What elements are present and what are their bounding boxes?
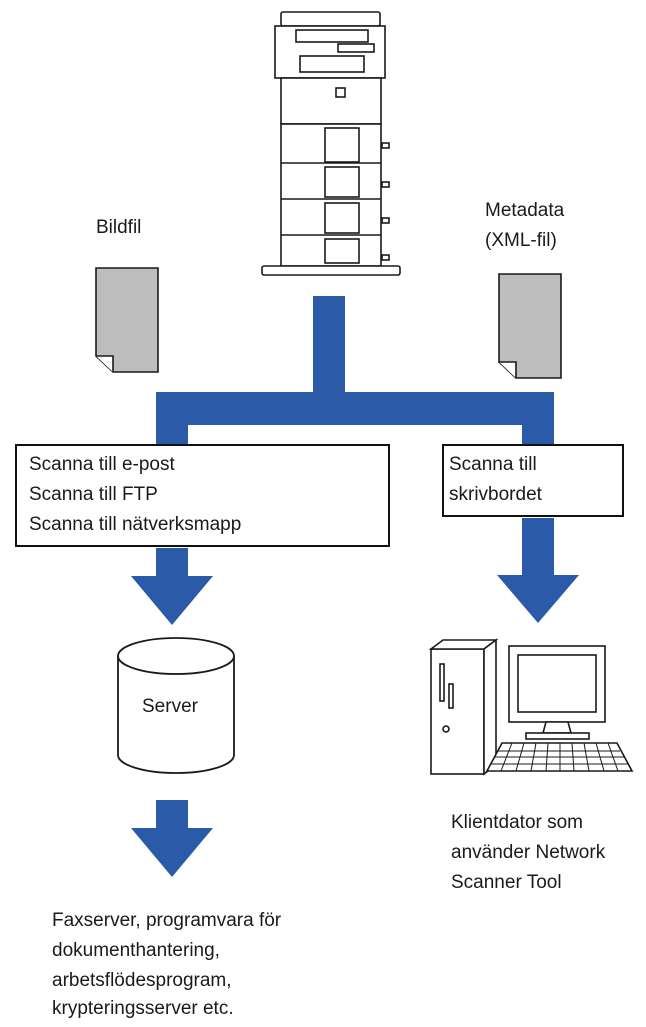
destinations-line3: arbetsflödesprogram, [52,970,232,991]
scan-method-ftp: Scanna till FTP [29,484,158,505]
image-file-document [95,267,159,373]
scan-methods-box: Scanna till e-post Scanna till FTP Scann… [15,444,390,547]
arrow-down-icon [497,518,579,623]
destinations-line1: Faxserver, programvara för [52,910,282,931]
scan-desktop-box: Scanna till skrivbordet [442,444,624,517]
printer-icon [261,11,401,276]
arrow-to-server [131,548,213,625]
metadata-label-line2: (XML-fil) [485,230,557,251]
image-file-label: Bildfil [96,217,142,238]
client-label-line1: Klientdator som [451,812,584,833]
scan-desktop-line1: Scanna till [449,454,537,475]
connector-arrows [156,296,554,445]
arrow-to-client [497,518,579,623]
metadata-label-line1: Metadata [485,200,565,221]
scan-method-email: Scanna till e-post [29,454,175,475]
arrow-down-icon [131,800,213,877]
destinations-line4: krypteringsserver etc. [52,998,234,1019]
client-label-line2: använder Network [451,842,606,863]
arrow-to-destinations [131,800,213,877]
server-label: Server [142,696,198,717]
document-icon [498,273,562,379]
arrow-down-icon [131,548,213,625]
destinations-line2: dokumenthantering, [52,940,220,961]
client-label-line3: Scanner Tool [451,872,562,893]
computer-icon [428,638,634,776]
database-icon [117,637,235,774]
document-icon [95,267,159,373]
scan-desktop-line2: skrivbordet [449,484,542,505]
scan-method-network-folder: Scanna till nätverksmapp [29,514,242,535]
metadata-document [498,273,562,379]
